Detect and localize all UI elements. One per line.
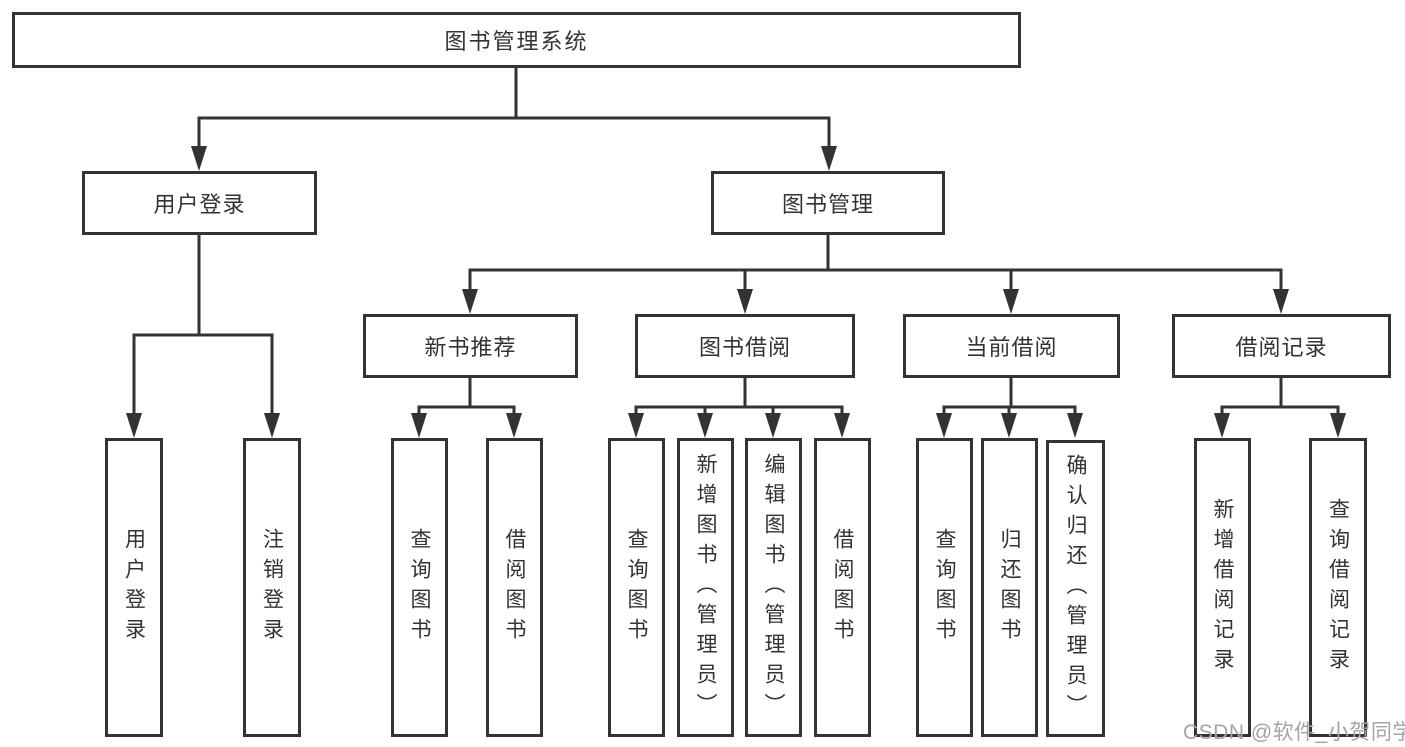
node-new-book-recommend: 新书推荐 [363,314,578,378]
leaf-borrow-books: 借阅图书 [814,438,871,737]
connector-borrow-record-to-leaves [1220,377,1340,419]
leaf-edit-book-admin: 编辑图书（管理员） [745,438,802,737]
node-book-borrow-label: 图书借阅 [698,335,791,360]
node-current-borrow: 当前借阅 [903,314,1120,378]
leaf-add-borrow-record-label: 新增借阅记录 [1211,497,1234,678]
leaf-borrow-books-recommend: 借阅图书 [486,438,543,737]
leaf-borrow-books-recommend-label: 借阅图书 [503,527,526,648]
leaf-add-book-admin-label: 新增图书（管理员） [694,452,717,723]
node-borrow-record-label: 借阅记录 [1235,335,1328,360]
leaf-return-book: 归还图书 [981,438,1038,737]
leaf-logout-label: 注销登录 [260,527,284,648]
connector-book-borrow-to-leaves [634,377,844,419]
leaf-user-login-label: 用户登录 [122,527,146,648]
leaf-query-books-current-label: 查询图书 [933,527,956,648]
leaf-borrow-books-label: 借阅图书 [831,527,854,648]
leaf-query-books-borrow-label: 查询图书 [625,527,648,648]
node-user-login-label: 用户登录 [153,192,246,217]
connector-root-to-level2 [197,67,831,152]
connector-new-book-recommend-to-leaves [417,377,516,419]
leaf-add-borrow-record: 新增借阅记录 [1194,438,1251,737]
connector-current-borrow-to-leaves [942,377,1077,419]
node-root-label: 图书管理系统 [444,29,589,54]
leaf-add-book-admin: 新增图书（管理员） [677,438,734,737]
leaf-confirm-return-admin: 确认归还（管理员） [1046,440,1105,737]
connector-user-login-to-leaves [132,234,274,419]
node-current-borrow-label: 当前借阅 [965,335,1058,360]
leaf-return-book-label: 归还图书 [998,527,1021,648]
leaf-confirm-return-admin-label: 确认归还（管理员） [1064,453,1087,724]
node-root: 图书管理系统 [12,12,1021,68]
node-borrow-record: 借阅记录 [1172,314,1391,378]
csdn-watermark: CSDN @软件_小贺同学 [1183,721,1405,744]
node-user-login: 用户登录 [82,171,317,235]
leaf-logout: 注销登录 [243,438,301,737]
node-book-management: 图书管理 [711,171,945,235]
leaf-query-books-recommend: 查询图书 [391,438,448,737]
leaf-query-books-borrow: 查询图书 [608,438,665,737]
leaf-edit-book-admin-label: 编辑图书（管理员） [762,452,785,723]
leaf-query-books-recommend-label: 查询图书 [408,527,431,648]
leaf-query-borrow-record: 查询借阅记录 [1309,438,1367,737]
node-book-borrow: 图书借阅 [635,314,855,378]
leaf-query-borrow-record-label: 查询借阅记录 [1326,497,1350,678]
connector-book-management-to-level3 [468,234,1283,295]
leaf-user-login: 用户登录 [105,438,163,737]
node-book-management-label: 图书管理 [781,192,874,217]
node-new-book-recommend-label: 新书推荐 [424,335,517,360]
leaf-query-books-current: 查询图书 [916,438,973,737]
